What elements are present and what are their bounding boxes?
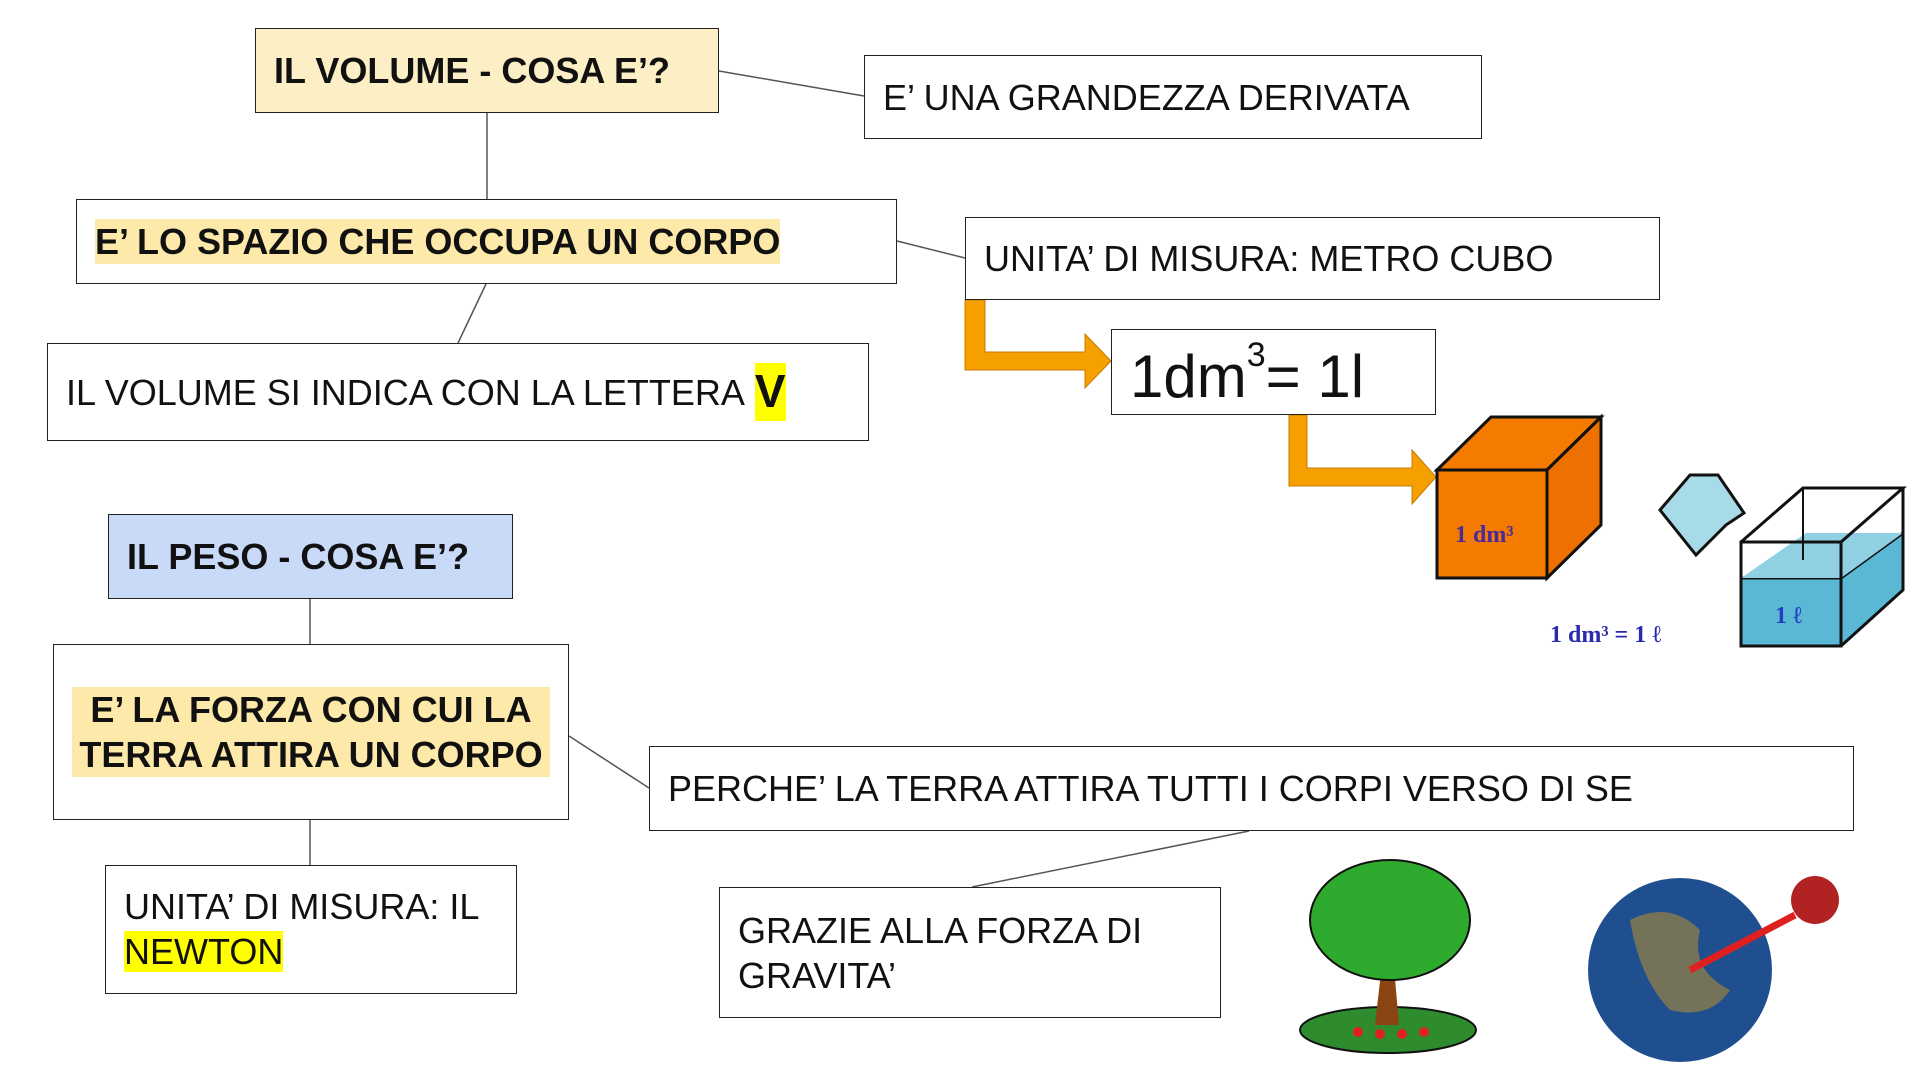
earth-icon — [1588, 876, 1839, 1062]
volume-letter-text: IL VOLUME SI INDICA CON LA LETTERA — [66, 371, 745, 413]
volume-letter-box: IL VOLUME SI INDICA CON LA LETTERA V — [47, 343, 869, 441]
volume-caption: 1 dm³ = 1 ℓ — [1550, 622, 1662, 648]
volume-definition-text: E’ LO SPAZIO CHE OCCUPA UN CORPO — [95, 219, 781, 264]
volume-title: IL VOLUME - COSA E’? — [255, 28, 719, 113]
weight-title-text: IL PESO - COSA E’? — [127, 536, 470, 577]
water-container-icon — [1658, 473, 1908, 648]
gravity-box: GRAZIE ALLA FORZA DI GRAVITA’ — [719, 887, 1221, 1018]
newton-text: NEWTON — [124, 931, 284, 972]
weight-definition-box: E’ LA FORZA CON CUI LA TERRA ATTIRA UN C… — [53, 644, 569, 820]
derived-quantity-box: E’ UNA GRANDEZZA DERIVATA — [864, 55, 1482, 139]
volume-unit-box: UNITA’ DI MISURA: METRO CUBO — [965, 217, 1660, 300]
equation-exponent: 3 — [1246, 336, 1266, 374]
cube-label: 1 dm³ — [1455, 522, 1514, 548]
equation-rest: = 1l — [1265, 343, 1365, 410]
earth-attraction-box: PERCHE’ LA TERRA ATTIRA TUTTI I CORPI VE… — [649, 746, 1854, 831]
water-label: 1 ℓ — [1775, 603, 1802, 629]
derived-text: E’ UNA GRANDEZZA DERIVATA — [883, 76, 1410, 118]
volume-definition-box: E’ LO SPAZIO CHE OCCUPA UN CORPO — [76, 199, 897, 284]
volume-unit-text: UNITA’ DI MISURA: METRO CUBO — [984, 238, 1554, 279]
earth-attraction-text: PERCHE’ LA TERRA ATTIRA TUTTI I CORPI VE… — [668, 768, 1633, 809]
gravity-text: GRAZIE ALLA FORZA DI GRAVITA’ — [738, 909, 1143, 996]
tree-icon — [1299, 859, 1477, 1054]
weight-title: IL PESO - COSA E’? — [108, 514, 513, 599]
arrow-icon — [964, 299, 1437, 506]
equation-main: 1dm — [1130, 343, 1247, 410]
weight-definition-text: E’ LA FORZA CON CUI LA TERRA ATTIRA UN C… — [72, 687, 550, 777]
volume-title-text: IL VOLUME - COSA E’? — [274, 50, 671, 91]
volume-letter: V — [754, 363, 786, 421]
cube-icon — [1433, 413, 1605, 582]
weight-unit-text: UNITA’ DI MISURA: IL — [124, 886, 480, 927]
